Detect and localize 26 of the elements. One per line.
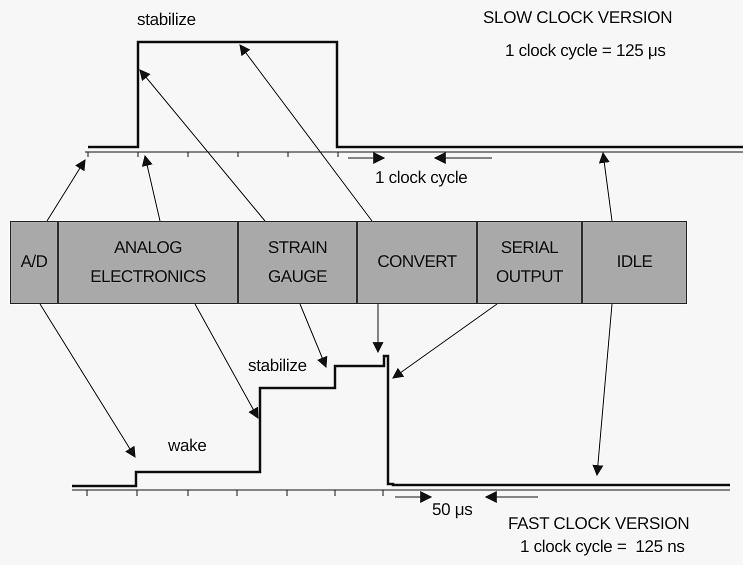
leader-line (392, 304, 498, 379)
leader-line (239, 44, 372, 222)
phase-box: STRAIN GAUGE (238, 221, 357, 304)
phase-box: A/D (10, 221, 58, 304)
leader-line (40, 304, 136, 458)
leader-line (598, 152, 612, 222)
annotation-text: SLOW CLOCK VERSION (483, 8, 672, 28)
leader-line (372, 304, 384, 354)
leader-line (300, 304, 328, 368)
annotation-text: 1 clock cycle = 125 ns (520, 537, 685, 557)
annotation-text: 1 clock cycle = 125 μs (505, 41, 666, 61)
phase-box: ANALOG ELECTRONICS (58, 221, 238, 304)
annotation-text: wake (168, 436, 206, 456)
leader-line (46, 159, 86, 222)
leader-line (139, 69, 266, 222)
phase-box: CONVERT (357, 221, 477, 304)
leader-line (592, 304, 612, 476)
annotation-text: stabilize (137, 10, 196, 30)
leader-line (142, 154, 160, 222)
dimension-label: 1 clock cycle (375, 168, 468, 188)
phase-box: SERIAL OUTPUT (477, 221, 582, 304)
phase-box: IDLE (582, 221, 687, 304)
leader-line (194, 304, 259, 419)
annotation-text: stabilize (248, 356, 307, 376)
dimension-label: 50 μs (432, 500, 472, 520)
annotation-text: FAST CLOCK VERSION (508, 514, 690, 534)
